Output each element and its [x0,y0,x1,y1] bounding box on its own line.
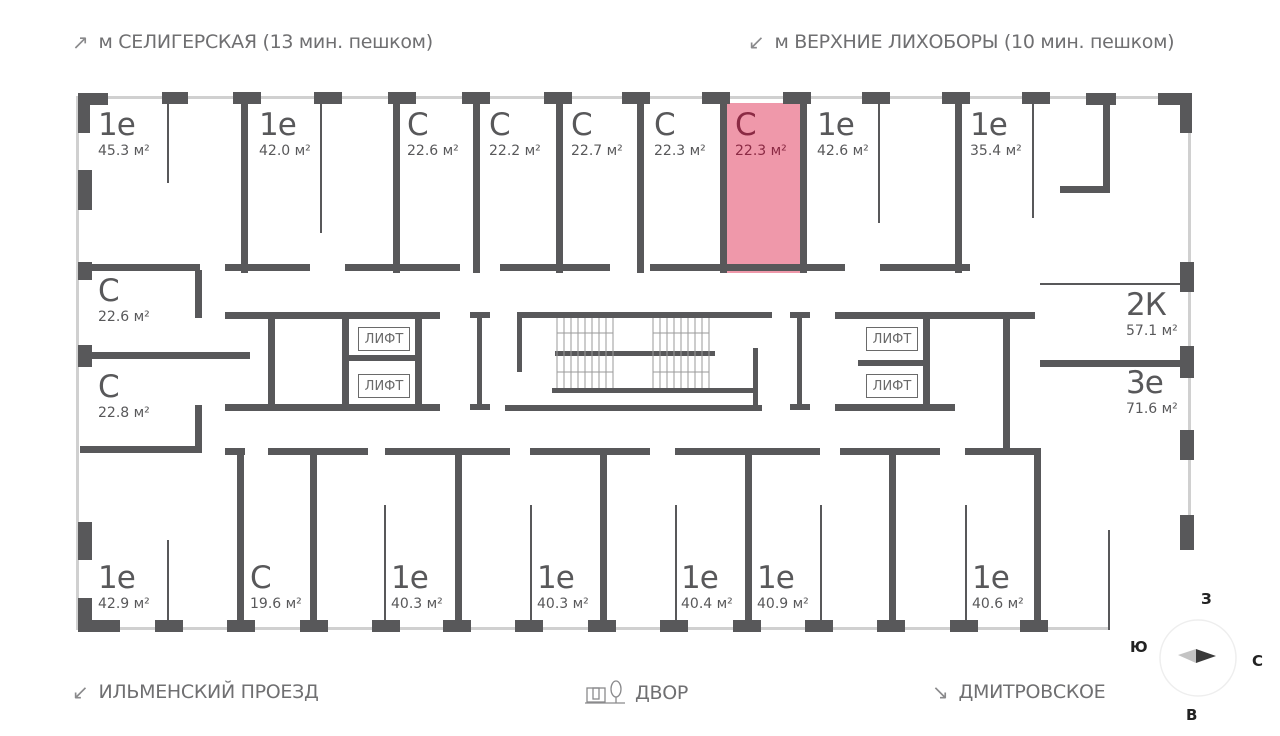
unit-type: 1е [817,107,855,143]
caption-text: м ВЕРХНИЕ ЛИХОБОРЫ (10 мин. пешком) [774,31,1175,53]
unit-type: 1е [970,107,1008,143]
unit-area: 40.9 м² [757,596,809,612]
unit-u11[interactable]: С 22.8 м² [98,369,150,421]
unit-u6[interactable]: С 22.3 м² [654,107,706,159]
unit-type: С [98,369,120,405]
caption-text: м СЕЛИГЕРСКАЯ (13 мин. пешком) [98,31,433,53]
compass-rose-icon [1159,619,1237,697]
unit-area: 35.4 м² [970,143,1022,159]
stair-treads [556,318,710,388]
unit-u16[interactable]: 1е 40.3 м² [391,560,443,612]
unit-area: 22.7 м² [571,143,623,159]
unit-area: 22.3 м² [654,143,706,159]
compass-south-label: Ю [1130,638,1148,656]
caption-text: ДМИТРОВСКОЕ [958,681,1106,703]
unit-u18[interactable]: 1е 40.4 м² [681,560,733,612]
unit-type: 1е [537,560,575,596]
unit-u5[interactable]: С 22.7 м² [571,107,623,159]
unit-area: 42.6 м² [817,143,869,159]
unit-u4[interactable]: С 22.2 м² [489,107,541,159]
unit-area: 22.2 м² [489,143,541,159]
unit-u8[interactable]: 1е 42.6 м² [817,107,869,159]
unit-area: 40.4 м² [681,596,733,612]
compass-east-label: В [1186,706,1198,724]
unit-type: С [735,107,757,143]
lift-label: ЛИФТ [358,374,410,398]
compass-west-label: З [1201,590,1212,608]
unit-type: 1е [259,107,297,143]
unit-u13[interactable]: 3е 71.6 м² [1126,365,1178,417]
unit-area: 45.3 м² [98,143,150,159]
unit-u7-selected[interactable]: С 22.3 м² [735,107,787,159]
unit-u12[interactable]: 2К 57.1 м² [1126,287,1178,339]
lift-label: ЛИФТ [358,327,410,351]
caption-text: ДВОР [635,682,689,704]
unit-type: 1е [98,107,136,143]
lift-label: ЛИФТ [866,374,918,398]
unit-type: С [571,107,593,143]
caption-courtyard: ДВОР [585,680,688,706]
unit-u19[interactable]: 1е 40.9 м² [757,560,809,612]
unit-type: 1е [681,560,719,596]
unit-area: 57.1 м² [1126,323,1178,339]
unit-area: 40.3 м² [391,596,443,612]
caption-metro-seligerskaya: ↗ м СЕЛИГЕРСКАЯ (13 мин. пешком) [72,30,433,54]
unit-type: С [407,107,429,143]
unit-u1[interactable]: 1е 45.3 м² [98,107,150,159]
unit-u14[interactable]: 1е 42.9 м² [98,560,150,612]
courtyard-icon [585,680,625,704]
unit-area: 22.6 м² [407,143,459,159]
lift-label: ЛИФТ [866,327,918,351]
caption-metro-verkhnie-likhobory: ↙ м ВЕРХНИЕ ЛИХОБОРЫ (10 мин. пешком) [748,30,1175,54]
caption-text: ИЛЬМЕНСКИЙ ПРОЕЗД [98,681,319,703]
unit-type: 2К [1126,287,1167,323]
unit-area: 71.6 м² [1126,401,1178,417]
unit-type: С [489,107,511,143]
unit-area: 22.6 м² [98,309,150,325]
arrow-northeast-icon: ↗ [72,30,89,54]
unit-type: 3е [1126,365,1164,401]
unit-area: 19.6 м² [250,596,302,612]
unit-u9[interactable]: 1е 35.4 м² [970,107,1022,159]
unit-type: С [250,560,272,596]
unit-u10[interactable]: С 22.6 м² [98,273,150,325]
unit-u2[interactable]: 1е 42.0 м² [259,107,311,159]
unit-type: С [654,107,676,143]
unit-type: 1е [972,560,1010,596]
walls [76,92,1194,632]
unit-u15[interactable]: С 19.6 м² [250,560,302,612]
unit-u17[interactable]: 1е 40.3 м² [537,560,589,612]
unit-u3[interactable]: С 22.6 м² [407,107,459,159]
unit-area: 22.8 м² [98,405,150,421]
unit-type: С [98,273,120,309]
unit-area: 40.6 м² [972,596,1024,612]
caption-ilmensky-proezd: ↙ ИЛЬМЕНСКИЙ ПРОЕЗД [72,680,319,704]
caption-dmitrovskoe: ↘ ДМИТРОВСКОЕ [932,680,1106,704]
unit-type: 1е [757,560,795,596]
compass-north-label: С [1252,652,1264,670]
unit-type: 1е [98,560,136,596]
arrow-southeast-icon: ↘ [932,680,949,704]
unit-area: 22.3 м² [735,143,787,159]
unit-u20[interactable]: 1е 40.6 м² [972,560,1024,612]
selected-unit-fill [727,103,800,273]
unit-area: 42.9 м² [98,596,150,612]
unit-area: 42.0 м² [259,143,311,159]
unit-type: 1е [391,560,429,596]
unit-area: 40.3 м² [537,596,589,612]
arrow-southwest-icon: ↙ [748,30,765,54]
arrow-southwest-icon: ↙ [72,680,89,704]
